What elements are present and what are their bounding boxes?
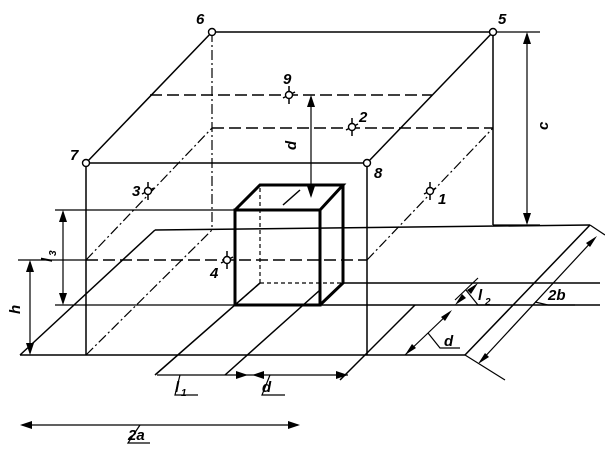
label-l1: l — [175, 379, 180, 396]
dimension-l3: l 3 — [39, 209, 235, 306]
corner-point-7: 7 — [70, 147, 91, 168]
dimension-c: c — [493, 31, 552, 226]
corner-point-8: 8 — [362, 158, 383, 182]
measure-point-1: 1 — [423, 182, 446, 208]
test-object-cube — [233, 183, 347, 307]
measure-point-2: 2 — [345, 109, 368, 136]
label-l2: l — [478, 287, 483, 304]
label-h: h — [7, 305, 24, 314]
label-2a: 2a — [127, 427, 145, 444]
outer-box — [85, 31, 494, 356]
label-l3-sub: 3 — [48, 250, 59, 256]
measure-point-4: 4 — [209, 251, 234, 282]
mid-plane-dashed — [85, 94, 494, 261]
measure-point-3: 3 — [132, 182, 155, 200]
dimension-d-vertical: d — [283, 95, 315, 198]
label-point-7: 7 — [70, 147, 79, 164]
ground-plane — [19, 224, 591, 356]
label-point-2: 2 — [358, 109, 368, 126]
dimension-h: h — [7, 259, 86, 355]
label-point-1: 1 — [438, 191, 446, 208]
dimension-2a: 2a — [20, 421, 300, 444]
label-d-width: d — [262, 379, 272, 396]
label-point-4: 4 — [209, 265, 219, 282]
label-d-depth: d — [444, 333, 454, 350]
label-l2-sub: 2 — [484, 297, 491, 308]
label-point-3: 3 — [132, 183, 141, 200]
label-point-6: 6 — [196, 11, 205, 28]
measure-point-9: 9 — [282, 71, 296, 104]
dimension-d-depth: d — [404, 310, 460, 356]
label-l1-sub: 1 — [181, 388, 187, 399]
dimension-l1-d: l 1 d — [157, 371, 348, 399]
label-point-5: 5 — [498, 11, 507, 28]
label-d-vertical: d — [283, 140, 300, 150]
corner-point-5: 5 — [488, 11, 507, 37]
floor-guides — [154, 282, 600, 381]
corner-point-6: 6 — [196, 11, 217, 37]
dimension-l2: l 2 — [454, 277, 500, 308]
dimension-2b: 2b — [464, 224, 605, 381]
label-2b: 2b — [547, 287, 566, 304]
label-c: c — [535, 121, 552, 130]
label-point-8: 8 — [374, 165, 383, 182]
label-point-9: 9 — [283, 71, 292, 88]
